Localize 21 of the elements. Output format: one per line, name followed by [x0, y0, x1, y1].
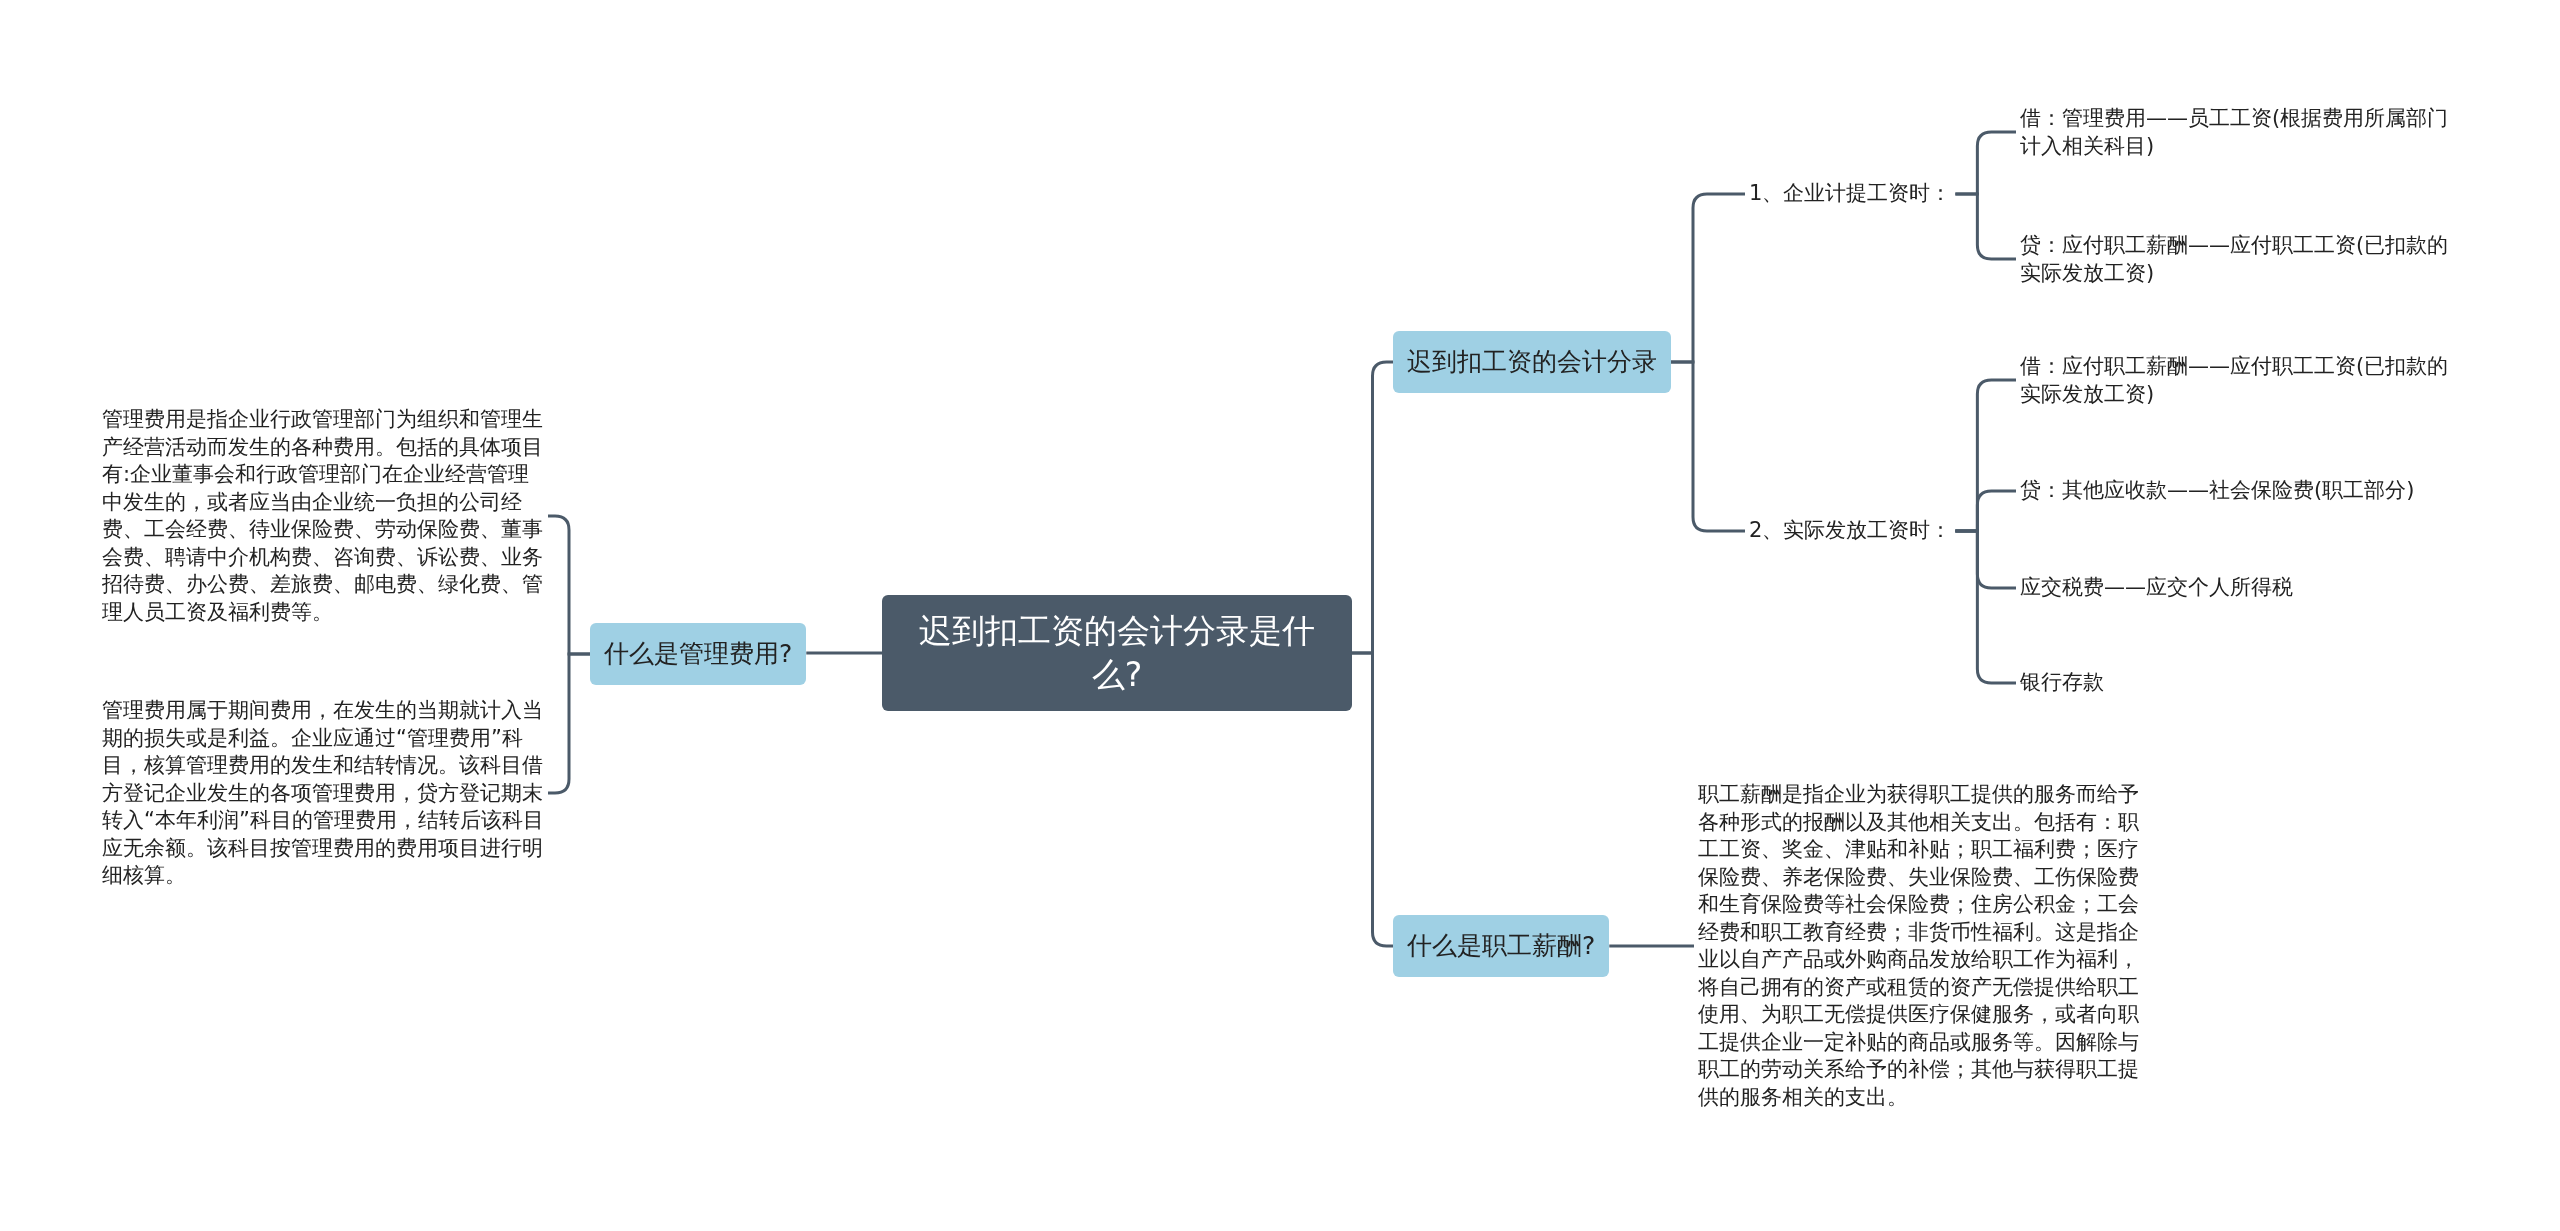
note-text: 管理费用是指企业行政管理部门为组织和管理生产经营活动而发生的各种费用。包括的具体项目有:企业董事会和行政管理部门在企业经营管理中发生的，或者应当由企业统一负担的公司经费、工会经费、待业保险费、劳动保险费、董事会费、聘请中介机构费、咨询费、诉讼费、业务招待费、办公费、差旅费、邮电费、绿化费、管理人员工资及福利费等。 — [98, 404, 548, 628]
connector-line — [806, 651, 882, 655]
note-text: 应交税费——应交个人所得税 — [2016, 572, 2297, 604]
note-text: 借：应付职工薪酬——应付职工工资(已扣款的实际发放工资) — [2016, 350, 2466, 410]
topic-box: 迟到扣工资的会计分录是什么? — [882, 595, 1352, 711]
note-text: 借：管理费用——员工工资(根据费用所属部门计入相关科目) — [2016, 102, 2466, 162]
note-text: 2、实际发放工资时： — [1745, 515, 1956, 547]
branch-box: 迟到扣工资的会计分录 — [1393, 331, 1671, 393]
connector-line — [1671, 360, 1745, 533]
note-text: 职工薪酬是指企业为获得职工提供的服务而给予各种形式的报酬以及其他相关支出。包括有：职工工资、奖金、津贴和补贴；职工福利费；医疗保险费、养老保险费、失业保险费、工伤保险费和生育保险费等社会保险费；住房公积金；工会经费和职工教育经费；非货币性福利。这是指企业以自产产品或外购商品发放给职工作为福利，将自己拥有的资产或租赁的资产无偿提供给职工使用、为职工无偿提供医疗保健服务，或者向职工提供企业一定补贴的商品或服务等。因解除与职工的劳动关系给予的补偿；其他与获得职工提供的服务相关的支出。 — [1694, 779, 2144, 1113]
note-text: 贷：其他应收款——社会保险费(职工部分) — [2016, 475, 2419, 507]
note-text: 贷：应付职工薪酬——应付职工工资(已扣款的实际发放工资) — [2016, 229, 2466, 289]
branch-box: 什么是管理费用? — [590, 623, 807, 685]
note-text: 1、企业计提工资时： — [1745, 178, 1956, 210]
connector-line — [1955, 529, 2016, 685]
connector-line — [1352, 651, 1393, 948]
connector-line — [1955, 192, 2016, 261]
note-text: 银行存款 — [2016, 667, 2108, 699]
note-text: 管理费用属于期间费用，在发生的当期就计入当期的损失或是利益。企业应通过“管理费用”科目，核算管理费用的发生和结转情况。该科目借方登记企业发生的各项管理费用，贷方登记期末转入“本年利润”科目的管理费用，结转后该科目应无余额。该科目按管理费用的费用项目进行明细核算。 — [98, 694, 548, 892]
branch-box: 什么是职工薪酬? — [1393, 915, 1610, 977]
connector-line — [1609, 944, 1694, 948]
